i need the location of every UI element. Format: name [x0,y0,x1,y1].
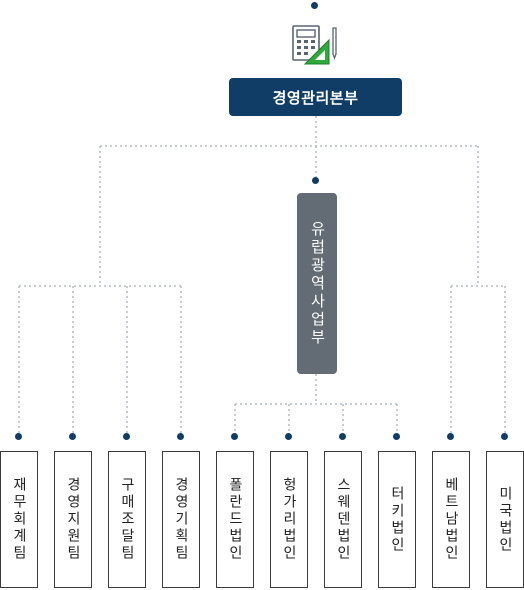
unit-label: 스웨덴법인 [335,477,351,562]
unit-label: 터키법인 [389,485,405,554]
division-box: 유럽광역사업부 [297,193,337,374]
calculator-ruler-icon [292,25,337,65]
unit-box-turkey: 터키법인 [378,451,416,588]
headquarters-label: 경영관리본부 [272,88,359,107]
unit-dot [339,433,346,440]
unit-label: 구매조달팀 [119,477,135,562]
unit-dot [393,433,400,440]
unit-box-procurement: 구매조달팀 [108,451,146,588]
unit-dot [69,433,76,440]
unit-dot [177,433,184,440]
unit-label: 재무회계팀 [11,477,27,562]
unit-label: 경영기획팀 [173,477,189,562]
unit-dot [231,433,238,440]
unit-dot [123,433,130,440]
unit-box-management-planning: 경영기획팀 [162,451,200,588]
unit-label: 경영지원팀 [65,477,81,562]
unit-box-poland: 폴란드법인 [216,451,254,588]
division-label: 유럽광역사업부 [308,220,327,347]
unit-label: 폴란드법인 [227,477,243,562]
division-dot [312,177,319,184]
unit-box-management-support: 경영지원팀 [54,451,92,588]
unit-label: 헝가리법인 [281,477,297,562]
unit-label: 베트남법인 [443,477,459,562]
unit-dot [285,433,292,440]
unit-box-hungary: 헝가리법인 [270,451,308,588]
unit-box-sweden: 스웨덴법인 [324,451,362,588]
unit-dot [15,433,22,440]
top-node-dot [311,2,318,9]
unit-box-vietnam: 베트남법인 [432,451,470,588]
unit-label: 미국법인 [497,485,513,554]
unit-dot [447,433,454,440]
unit-dot [501,433,508,440]
headquarters-box: 경영관리본부 [229,78,402,116]
unit-box-usa: 미국법인 [486,451,524,588]
unit-box-finance-accounting: 재무회계팀 [0,451,38,588]
